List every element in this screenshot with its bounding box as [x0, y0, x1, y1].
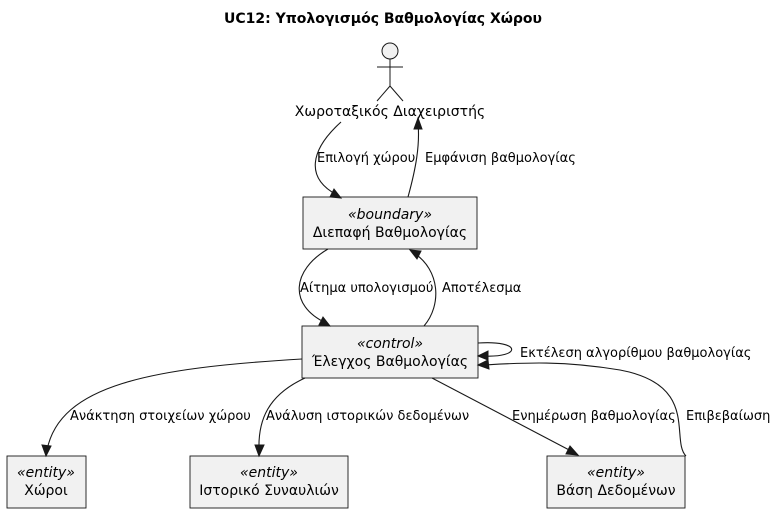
node-stereotype: «entity»: [17, 465, 75, 481]
edge-label: Ανάλυση ιστορικών δεδομένων: [266, 409, 469, 424]
node-label: Χώροι: [24, 483, 68, 499]
edge-label: Επιλογή χώρου: [317, 151, 415, 166]
node-stereotype: «entity»: [587, 465, 645, 481]
edge-run-algorithm: Εκτέλεση αλγορίθμου βαθμολογίας: [476, 342, 751, 361]
edge-calc-request: Αίτημα υπολογισμού: [298, 248, 433, 327]
edge-confirm: Επιβεβαίωση: [476, 359, 770, 457]
edge-label: Αποτέλεσμα: [442, 281, 521, 296]
node-entity-spaces: «entity» Χώροι: [6, 455, 87, 509]
node-label: Έλεγχος Βαθμολογίας: [311, 354, 468, 370]
node-stereotype: «entity»: [240, 465, 298, 481]
edge-fetch-space: Ανάκτηση στοιχείων χώρου: [41, 358, 303, 458]
edge-show-rating: Εμφάνιση βαθμολογίας: [407, 116, 576, 198]
node-label: Ιστορικό Συναυλιών: [199, 483, 339, 499]
edge-label: Ανάκτηση στοιχείων χώρου: [70, 409, 251, 424]
edge-label: Επιβεβαίωση: [686, 409, 770, 424]
node-entity-database: «entity» Βάση Δεδομένων: [546, 455, 686, 509]
node-stereotype: «boundary»: [348, 207, 432, 223]
edge-select-space: Επιλογή χώρου: [314, 121, 415, 199]
node-stereotype: «control»: [357, 336, 423, 352]
actor-stick-figure-icon: [376, 42, 404, 102]
edge-label: Αίτημα υπολογισμού: [300, 281, 433, 296]
actor-space-manager: Χωροταξικός Διαχειριστής: [295, 42, 485, 120]
edge-update-rating: Ενημέρωση βαθμολογίας: [431, 377, 676, 456]
node-boundary-rating-interface: «boundary» Διεπαφή Βαθμολογίας: [302, 196, 478, 250]
edge-label: Εκτέλεση αλγορίθμου βαθμολογίας: [520, 346, 751, 361]
node-label: Βάση Δεδομένων: [556, 483, 675, 499]
actor-label: Χωροταξικός Διαχειριστής: [295, 104, 485, 120]
node-label: Διεπαφή Βαθμολογίας: [313, 225, 467, 241]
node-control-rating-check: «control» Έλεγχος Βαθμολογίας: [301, 325, 479, 379]
edge-label: Ενημέρωση βαθμολογίας: [512, 409, 676, 424]
diagram-title: UC12: Υπολογισμός Βαθμολογίας Χώρου: [224, 11, 542, 27]
edge-result: Αποτέλεσμα: [408, 249, 521, 327]
edge-label: Εμφάνιση βαθμολογίας: [425, 151, 576, 166]
node-entity-concert-history: «entity» Ιστορικό Συναυλιών: [189, 455, 349, 509]
edge-analyze-history: Ανάλυση ιστορικών δεδομένων: [254, 377, 469, 458]
